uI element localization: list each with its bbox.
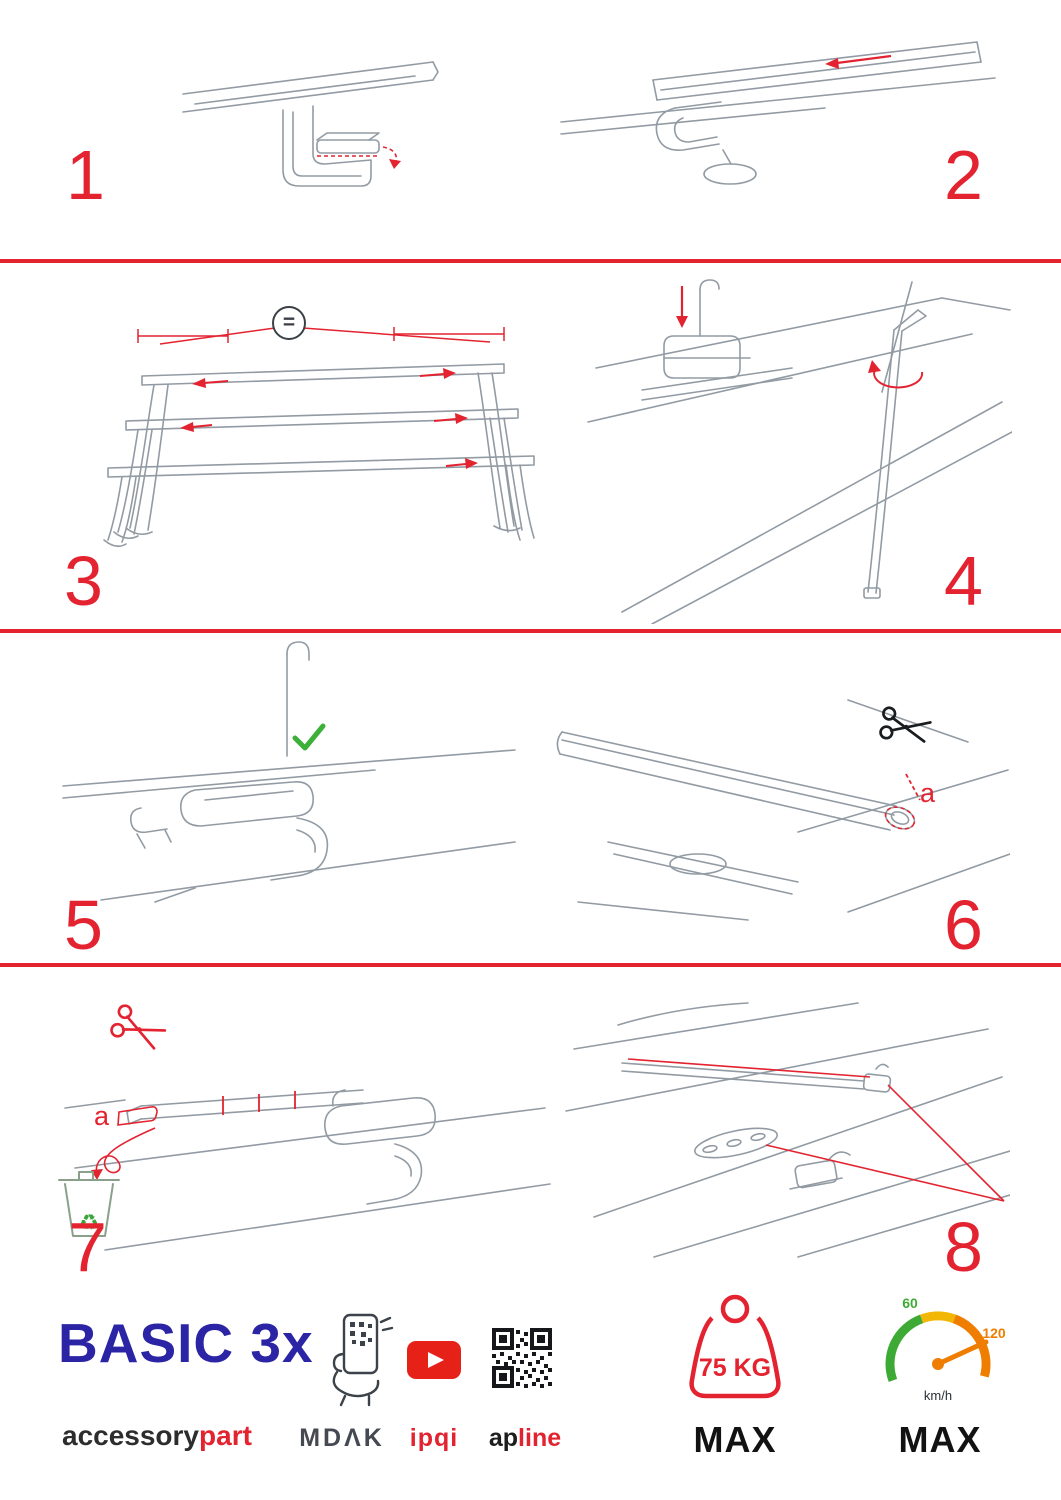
apline-label: apline [478, 1426, 572, 1451]
step-8-alignment-lines [628, 1059, 1004, 1201]
scissors-icon [874, 698, 944, 754]
step-4-number: 4 [944, 542, 983, 620]
apline-label-first: ap [488, 1424, 519, 1452]
step-7-cut-marks [91, 1091, 295, 1180]
step-4-rotate-arrow [868, 360, 922, 387]
step-4-drawing [582, 272, 1012, 624]
step-6-drawing [548, 682, 1010, 922]
step-5-number: 5 [64, 886, 103, 964]
section-divider-1 [0, 259, 1061, 263]
step-6-number: 6 [944, 886, 983, 964]
section-divider-3 [0, 963, 1061, 967]
brand-logo-second: part [199, 1420, 252, 1451]
step-6-annotation: a [920, 778, 936, 808]
step-2-slide-arrow [825, 56, 891, 69]
step-7-number: 7 [68, 1208, 107, 1286]
step-2-drawing [525, 22, 1005, 222]
speedometer-needle [935, 1339, 989, 1367]
trash-bin-icon [59, 1172, 119, 1236]
step-7-annotation: a [94, 1101, 110, 1131]
speedometer-icon: 60 120 km/h [885, 1295, 1006, 1403]
recycle-icon: ♻ [79, 1210, 99, 1235]
step-3-spacing-arrows [180, 368, 478, 469]
ipqi-label: ipqi [409, 1424, 459, 1452]
step-3-drawing [42, 282, 567, 572]
step-1-number: 1 [66, 136, 105, 214]
max-weight-icon: 75 KG [689, 1294, 781, 1399]
speed-unit-label: km/h [924, 1388, 952, 1403]
step-1-drawing [165, 48, 450, 243]
step-8-number: 8 [944, 1208, 983, 1286]
brand-logo: accessorypart [62, 1422, 252, 1450]
step-8-drawing [558, 985, 1010, 1260]
check-icon [295, 726, 323, 748]
mdak-label: MDΛK [299, 1424, 385, 1452]
scissors-icon [104, 995, 180, 1063]
product-name: BASIC 3x [58, 1312, 314, 1374]
speed-max-label: MAX [898, 1419, 982, 1460]
step-6-cut-marks [882, 774, 920, 833]
section-divider-2 [0, 629, 1061, 633]
weight-max-label: MAX [693, 1419, 777, 1460]
max-weight-value: 75 KG [699, 1354, 771, 1382]
qr-code-icon [492, 1328, 552, 1388]
equal-spacing-badge: = [272, 306, 306, 340]
step-5-drawing [45, 638, 525, 910]
step-3-number: 3 [64, 542, 103, 620]
apline-label-second: line [518, 1424, 562, 1452]
brand-logo-first: accessory [62, 1420, 200, 1451]
speed-min-label: 60 [902, 1295, 918, 1311]
speed-max-value: 120 [982, 1325, 1006, 1341]
step-2-number: 2 [944, 136, 983, 214]
phone-qr-scan-icon [332, 1313, 394, 1407]
youtube-icon [407, 1341, 461, 1379]
equal-spacing-symbol: = [282, 311, 296, 334]
step-7-drawing: ♻ [45, 988, 560, 1260]
step-4-insert-arrow [676, 286, 688, 328]
step-1-insert-marks [317, 147, 401, 169]
step-3-dimension-marks [138, 327, 504, 344]
